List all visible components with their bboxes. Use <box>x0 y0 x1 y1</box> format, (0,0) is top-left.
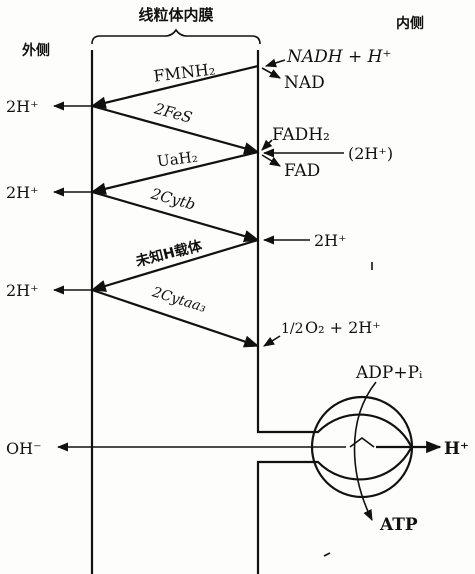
label-nadh: NADH + H⁺ <box>286 47 391 67</box>
label-fad: FAD <box>284 161 320 181</box>
arrow-nad-out <box>261 67 281 79</box>
arrow-fadh2-in <box>261 139 273 151</box>
carrier-unknown: 未知H载体 <box>134 237 205 270</box>
speck-2 <box>323 552 331 557</box>
arrow-o2 <box>263 335 281 347</box>
membrane-right-wall-upper <box>256 50 412 447</box>
label-oh: OH⁻ <box>6 439 42 458</box>
path-unknown-carrier <box>90 238 259 292</box>
label-o2-rest: O₂ + 2H⁺ <box>305 318 381 337</box>
label-nad: NAD <box>284 73 325 93</box>
path-uah2 <box>90 150 259 195</box>
arrow-fad-out <box>261 154 281 167</box>
label-fadh2: FADH₂ <box>272 125 330 145</box>
path-cytb <box>91 190 260 243</box>
atp-synthesis-curve <box>353 381 377 522</box>
label-atp: ATP <box>379 515 418 535</box>
label-h-in: 2H⁺ <box>314 231 347 250</box>
membrane-brace <box>91 28 261 45</box>
carrier-fmnh2: FMNH₂ <box>152 59 216 85</box>
path-fmnh2 <box>90 64 259 109</box>
membrane-right-wall-lower <box>256 447 412 574</box>
label-h-out-right: H⁺ <box>444 439 469 459</box>
label-adp: ADP+Pᵢ <box>355 363 423 383</box>
label-o2-fraction: 1/2 <box>281 321 304 337</box>
inner-side-label: 内侧 <box>396 15 424 32</box>
outer-side-label: 外侧 <box>22 42 50 59</box>
membrane-title: 线粒体内膜 <box>138 6 213 24</box>
outer-h-3: 2H⁺ <box>6 281 39 300</box>
path-fes <box>91 104 260 155</box>
label-fad-h: (2H⁺) <box>348 144 393 163</box>
path-cytaa3 <box>91 288 260 348</box>
atp-synthase-channel-kink <box>349 437 375 448</box>
carrier-uah2: UaH₂ <box>156 148 199 171</box>
carrier-fes: 2FeS <box>152 99 195 127</box>
outer-h-1: 2H⁺ <box>6 97 39 116</box>
outer-h-2: 2H⁺ <box>6 183 39 202</box>
arrow-nadh-in <box>264 58 286 68</box>
